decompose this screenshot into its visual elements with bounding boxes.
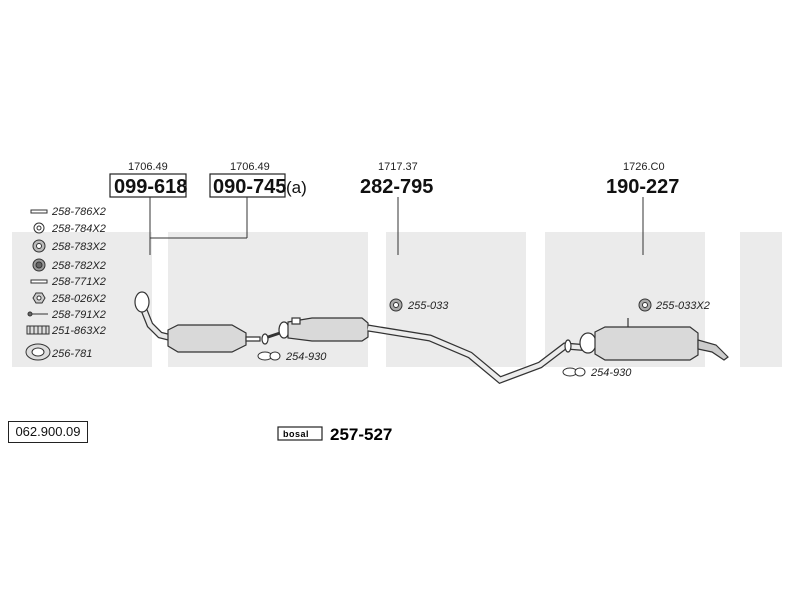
gasket-ring-icon xyxy=(25,343,51,361)
washer-icon xyxy=(33,222,45,234)
kit-number: 257-527 xyxy=(330,425,392,444)
part-annotation-label: 255-033 xyxy=(407,300,449,312)
rubber-mount-icon xyxy=(389,298,403,312)
part-annotation-label: 255-033X2 xyxy=(655,300,710,312)
callout-ref: 1717.37 xyxy=(378,161,418,173)
part-annotation-label: 254-930 xyxy=(285,351,327,363)
link-pipe xyxy=(261,331,281,345)
catalog-code: 062.900.09 xyxy=(8,421,88,443)
callout-part-number: 282-795 xyxy=(360,176,433,198)
accessory-list xyxy=(25,209,51,361)
callout-part-number: 099-618 xyxy=(114,176,187,198)
nut-icon xyxy=(32,239,46,253)
catalytic-converter xyxy=(167,324,261,353)
rear-muffler xyxy=(579,318,729,361)
mount-255-033[interactable]: 255-033 xyxy=(389,298,449,312)
accessory-label: 258-771X2 xyxy=(51,276,106,288)
callout-190-227[interactable]: 1726.C0 190-227 xyxy=(606,161,679,255)
accessory-label: 251-863X2 xyxy=(51,325,106,337)
accessory-label: 256-781 xyxy=(51,348,92,360)
callout-suffix: (a) xyxy=(286,178,307,197)
bolt-icon xyxy=(30,209,48,214)
kit-logo-text: bosal xyxy=(283,429,309,439)
mounting-kit[interactable]: bosal 257-527 xyxy=(277,425,392,444)
part-annotation-label: 254-930 xyxy=(590,367,632,379)
exhaust-system xyxy=(134,291,729,384)
callout-090-745[interactable]: 1706.49 090-745 (a) xyxy=(150,161,307,239)
callout-282-795[interactable]: 1717.37 282-795 xyxy=(360,161,433,255)
accessory-label: 258-782X2 xyxy=(51,260,106,272)
callout-099-618[interactable]: 1706.49 099-618 xyxy=(109,161,187,255)
spring-icon xyxy=(26,325,50,335)
clamp-254-930-rear[interactable]: 254-930 xyxy=(562,367,632,379)
accessory-labels: 258-786X2 258-784X2 258-783X2 258-782X2 … xyxy=(51,206,106,360)
accessory-label: 258-026X2 xyxy=(51,293,106,305)
accessory-label: 258-791X2 xyxy=(51,309,106,321)
accessory-label: 258-783X2 xyxy=(51,241,106,253)
mount-255-033x2[interactable]: 255-033X2 xyxy=(638,298,710,312)
callout-part-number: 190-227 xyxy=(606,176,679,198)
callout-part-number: 090-745 xyxy=(213,176,286,198)
screw-icon xyxy=(27,311,48,317)
clamp-icon xyxy=(257,351,281,361)
callout-ref: 1726.C0 xyxy=(623,161,665,173)
clamp-icon xyxy=(562,367,586,377)
rubber-ring-icon xyxy=(32,258,46,272)
callout-ref: 1706.49 xyxy=(128,161,168,173)
callout-ref: 1706.49 xyxy=(230,161,270,173)
intermediate-pipe xyxy=(367,324,591,384)
bosal-logo-icon: bosal xyxy=(277,426,323,441)
center-muffler xyxy=(278,317,369,342)
clamp-254-930-front[interactable]: 254-930 xyxy=(257,351,327,363)
accessory-label: 258-786X2 xyxy=(51,206,106,218)
accessory-label: 258-784X2 xyxy=(51,223,106,235)
front-pipe xyxy=(134,291,173,342)
rubber-mount-icon xyxy=(638,298,652,312)
hex-nut-icon xyxy=(32,292,46,304)
bolt-icon xyxy=(30,279,48,284)
